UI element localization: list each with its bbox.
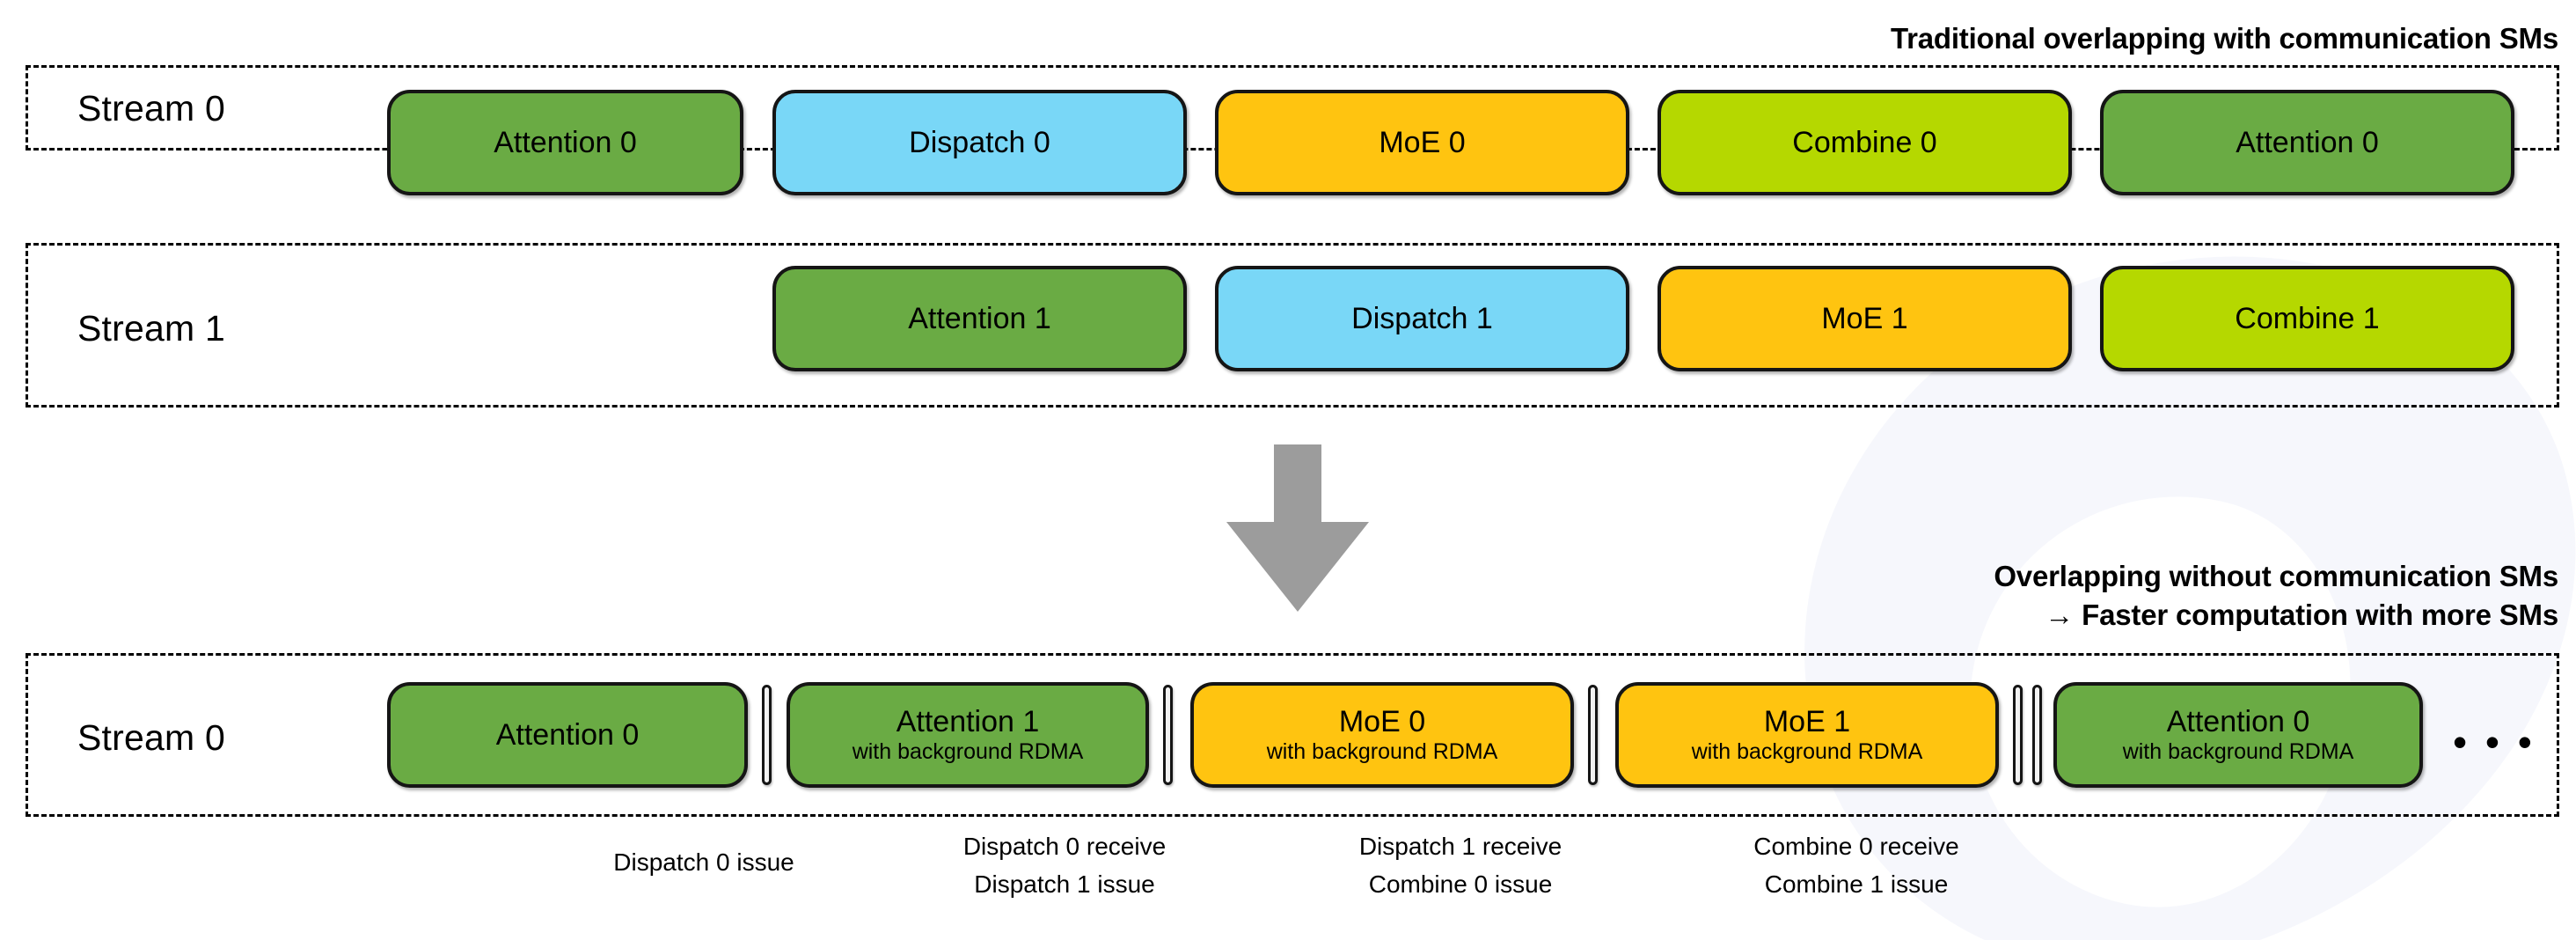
block-title: Attention 1 (908, 301, 1051, 335)
block-combine-1-s1[interactable]: Combine 1 (2100, 266, 2514, 371)
block-subtitle: with background RDMA (1266, 739, 1498, 765)
block-dispatch-0-s0[interactable]: Dispatch 0 (772, 90, 1187, 195)
lane-label-stream-1-traditional: Stream 1 (77, 308, 225, 349)
block-title: MoE 0 (1338, 705, 1426, 739)
heading-optimized-line-1: Overlapping without communication SMs (1994, 560, 2558, 592)
block-attention-0-merged[interactable]: Attention 0 (387, 682, 748, 788)
caption-line-1: Dispatch 0 receive (962, 833, 1167, 860)
block-title: Attention 0 (495, 717, 640, 752)
block-moe-0-merged[interactable]: MoE 0 with background RDMA (1190, 682, 1574, 788)
block-title: Combine 0 (1792, 125, 1937, 159)
block-separator-3a (1588, 685, 1598, 785)
block-attention-0-repeat-s0[interactable]: Attention 0 (2100, 90, 2514, 195)
continuation-ellipsis-icon: • • • (2453, 719, 2536, 765)
block-separator-2a (1163, 685, 1173, 785)
block-title: Attention 0 (494, 125, 637, 159)
block-combine-0-s0[interactable]: Combine 0 (1658, 90, 2072, 195)
transform-arrow (1214, 444, 1381, 625)
block-title: MoE 0 (1379, 125, 1466, 159)
block-title: Attention 1 (896, 705, 1040, 739)
block-separator-4b (2032, 685, 2042, 785)
caption-dispatch-1-receive: Dispatch 1 receive Combine 0 issue (1311, 827, 1610, 904)
block-subtitle: with background RDMA (2122, 739, 2354, 765)
block-dispatch-1-s1[interactable]: Dispatch 1 (1215, 266, 1629, 371)
block-title: MoE 1 (1821, 301, 1908, 335)
block-attention-1-merged[interactable]: Attention 1 with background RDMA (787, 682, 1149, 788)
lane-stream-1-traditional (26, 243, 2559, 408)
block-separator-1 (762, 685, 772, 785)
block-title: Dispatch 1 (1351, 301, 1493, 335)
block-moe-0-s0[interactable]: MoE 0 (1215, 90, 1629, 195)
block-title: Attention 0 (2236, 125, 2379, 159)
heading-traditional: Traditional overlapping with communicati… (1890, 22, 2558, 55)
caption-line-1: Dispatch 0 issue (613, 848, 794, 876)
caption-line-2: Combine 0 issue (1368, 870, 1553, 899)
caption-line-2: Dispatch 1 issue (974, 870, 1155, 899)
block-moe-1-s1[interactable]: MoE 1 (1658, 266, 2072, 371)
block-title: Dispatch 0 (909, 125, 1050, 159)
heading-optimized-line-2: → Faster computation with more SMs (2045, 599, 2558, 631)
caption-dispatch-0-receive: Dispatch 0 receive Dispatch 1 issue (915, 827, 1214, 904)
block-attention-0-s0[interactable]: Attention 0 (387, 90, 743, 195)
block-title: Combine 1 (2235, 301, 2380, 335)
caption-line-1: Dispatch 1 receive (1358, 833, 1562, 860)
block-title: Attention 0 (2166, 705, 2310, 739)
block-subtitle: with background RDMA (852, 739, 1084, 765)
caption-dispatch-0-issue: Dispatch 0 issue (563, 843, 845, 881)
block-attention-0-tail-merged[interactable]: Attention 0 with background RDMA (2053, 682, 2423, 788)
block-moe-1-merged[interactable]: MoE 1 with background RDMA (1615, 682, 1999, 788)
lane-label-stream-0-merged: Stream 0 (77, 717, 225, 758)
block-title: MoE 1 (1763, 705, 1851, 739)
block-subtitle: with background RDMA (1691, 739, 1923, 765)
caption-combine-0-receive: Combine 0 receive Combine 1 issue (1707, 827, 2006, 904)
lane-label-stream-0-traditional: Stream 0 (77, 88, 225, 129)
lane-stream-0-merged (26, 653, 2559, 817)
block-separator-4a (2013, 685, 2023, 785)
block-attention-1-s1[interactable]: Attention 1 (772, 266, 1187, 371)
caption-line-1: Combine 0 receive (1753, 833, 1959, 860)
caption-line-2: Combine 1 issue (1764, 870, 1949, 899)
